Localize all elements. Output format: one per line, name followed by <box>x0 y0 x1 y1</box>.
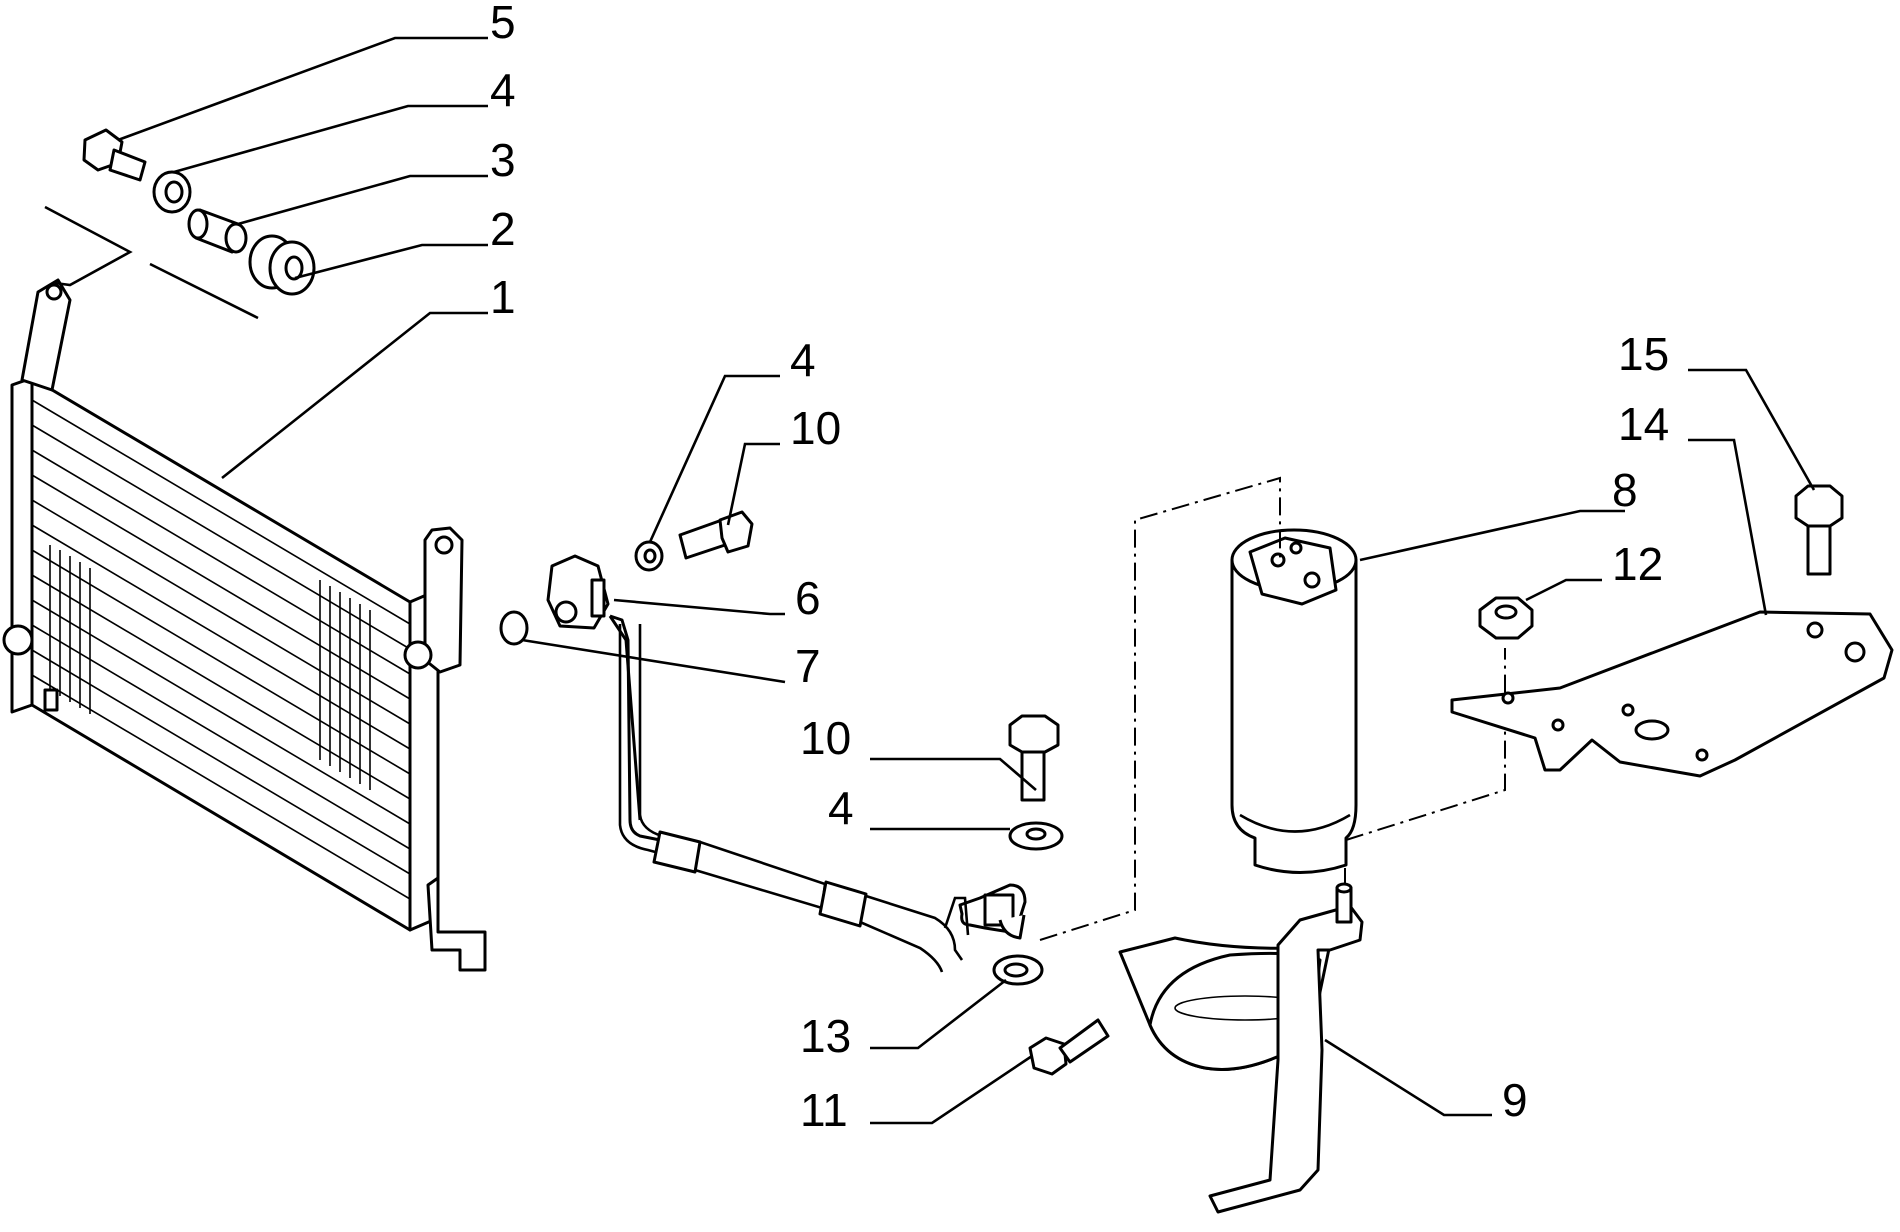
nut-12 <box>1478 596 1534 640</box>
washer-4-mid <box>634 540 664 572</box>
washer-13 <box>992 954 1044 986</box>
callout-10a: 10 <box>790 402 841 454</box>
pipe-6 <box>546 554 1027 973</box>
callout-1: 1 <box>490 271 516 323</box>
callout-8: 8 <box>1612 464 1638 516</box>
bolt-10-mid <box>678 510 754 560</box>
callout-7: 7 <box>795 640 821 692</box>
washer-4-top <box>152 170 192 214</box>
callout-3: 3 <box>490 134 516 186</box>
callout-6: 6 <box>795 572 821 624</box>
callout-14: 14 <box>1618 398 1669 450</box>
sleeve-3 <box>187 208 248 254</box>
leader-lines <box>117 36 1816 1125</box>
callout-2: 2 <box>490 203 516 255</box>
callout-5: 5 <box>490 0 516 48</box>
callout-4b: 4 <box>790 334 816 386</box>
assembly-line-bracket <box>1345 648 1506 841</box>
bolt-15 <box>1794 484 1844 576</box>
bracket-9 <box>1118 882 1364 1214</box>
bolt-10-lower <box>1008 714 1060 802</box>
mount-guide-line <box>44 205 133 287</box>
callout-11: 11 <box>800 1084 848 1136</box>
condenser <box>2 278 487 972</box>
bolt-11 <box>1028 1018 1110 1076</box>
grommet-2 <box>248 234 316 296</box>
o-ring-7 <box>499 610 529 646</box>
mount-guide-line-2 <box>149 262 259 320</box>
receiver-drier-8 <box>1230 528 1358 874</box>
bolt-5 <box>82 128 147 182</box>
callout-labels: 5 4 3 2 1 4 10 6 7 10 4 13 11 8 9 15 14 … <box>490 0 1669 1136</box>
callout-4a: 4 <box>490 64 516 116</box>
assembly-line-drier <box>1039 476 1281 941</box>
callout-4c: 4 <box>828 782 854 834</box>
washer-4-lower <box>1008 821 1064 851</box>
callout-12: 12 <box>1612 538 1663 590</box>
callout-15: 15 <box>1618 328 1669 380</box>
callout-9: 9 <box>1502 1074 1528 1126</box>
mount-14 <box>1450 610 1894 778</box>
callout-13: 13 <box>800 1010 851 1062</box>
callout-10b: 10 <box>800 712 851 764</box>
